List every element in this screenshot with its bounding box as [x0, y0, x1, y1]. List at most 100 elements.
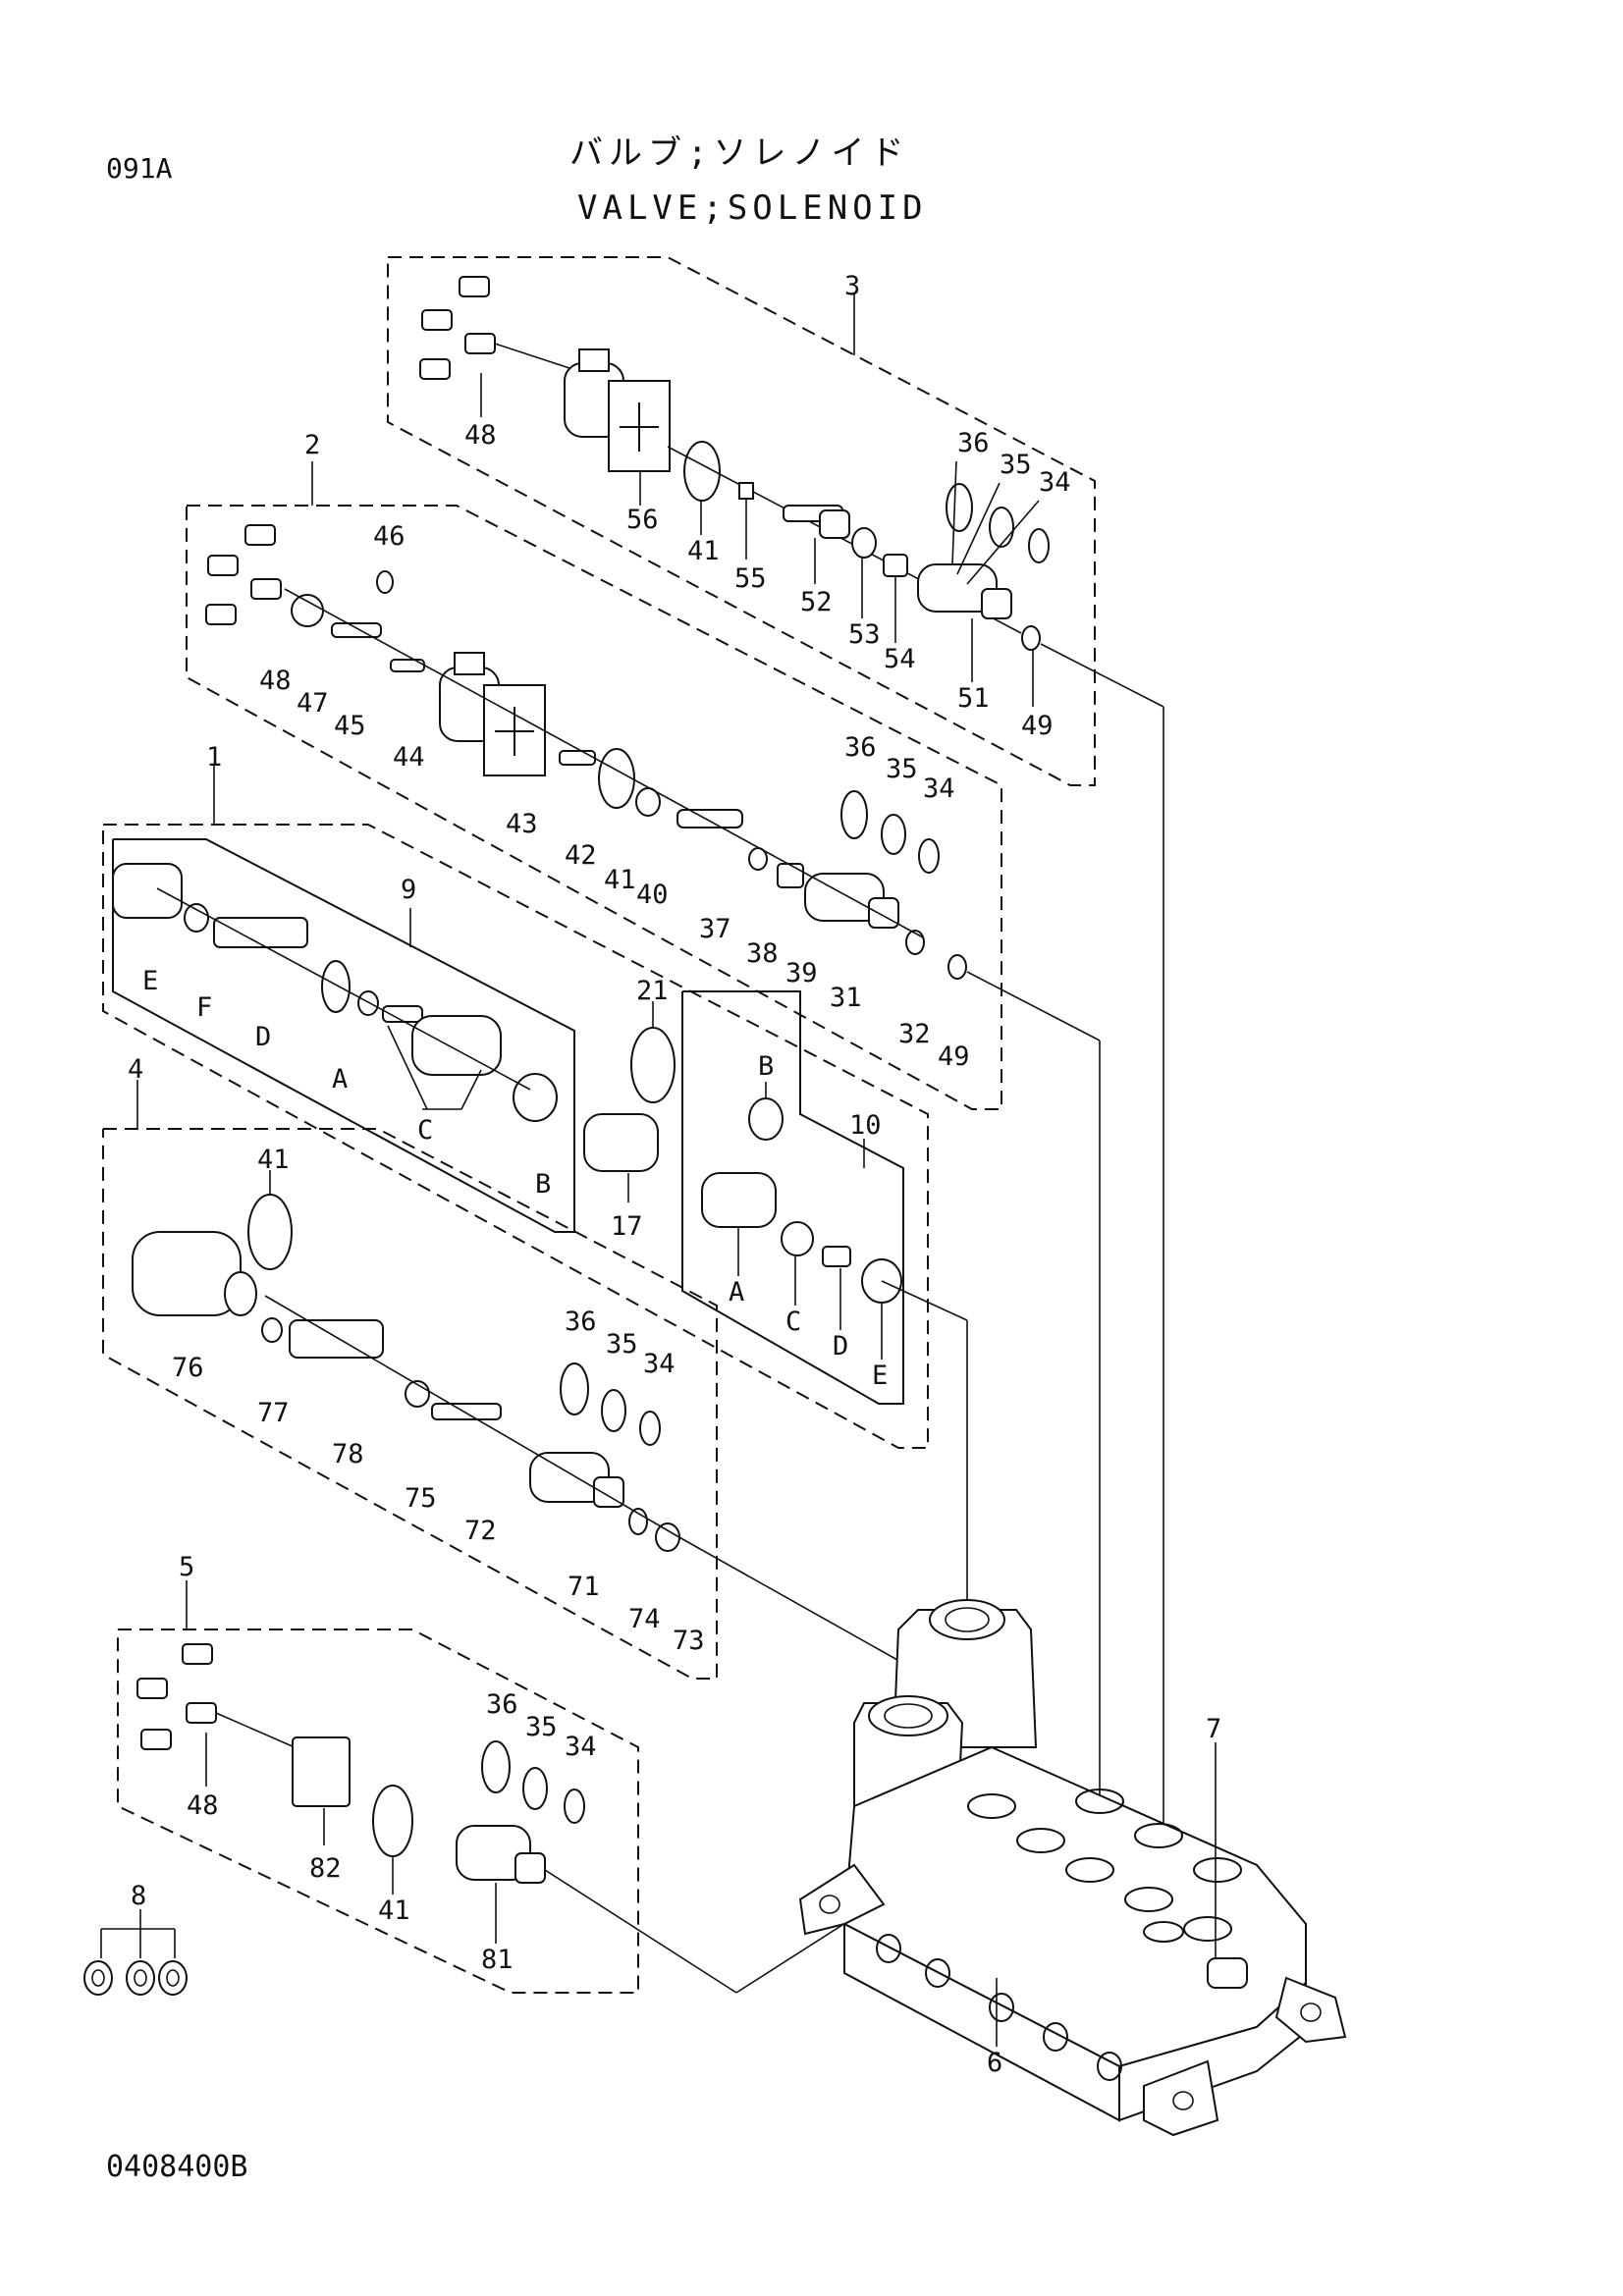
callout-41: 41 [257, 1145, 290, 1175]
valve-body-icon [917, 563, 1012, 619]
o-ring-icon [1021, 625, 1041, 651]
o-ring-icon [683, 441, 721, 502]
callout-10: 10 [849, 1110, 882, 1141]
callout-1: 1 [206, 742, 222, 773]
page-code: 091A [106, 152, 173, 185]
callout-34: 34 [923, 774, 955, 804]
callout-35: 35 [606, 1329, 638, 1360]
washer-icon [781, 1221, 814, 1256]
assembly-group-2: 2 46 48 47 45 44 43 42 41 40 37 38 39 31… [186, 430, 1101, 1845]
callout-B: B [758, 1051, 774, 1082]
plug-icon [112, 863, 183, 919]
valve-body-icon [804, 873, 899, 929]
callout-2: 2 [304, 430, 320, 460]
callout-21: 21 [636, 976, 669, 1006]
callout-42: 42 [565, 840, 597, 871]
callout-46: 46 [373, 521, 406, 552]
shaft-icon [331, 622, 382, 638]
assembly-group-4: 4 41 76 77 78 75 72 71 74 73 36 35 34 [102, 1054, 914, 1728]
o-ring-icon [905, 930, 925, 955]
o-ring-icon [946, 483, 973, 532]
callout-49: 49 [1021, 711, 1054, 741]
callout-54: 54 [884, 644, 916, 674]
washer-icon [357, 990, 379, 1016]
spring-icon [559, 750, 596, 766]
valve-housing-6: 7 6 [798, 1599, 1347, 2137]
spool-icon [676, 809, 743, 828]
callout-C: C [785, 1307, 801, 1337]
callout-48: 48 [464, 420, 497, 451]
callout-35: 35 [886, 754, 918, 784]
washer-icon [184, 903, 209, 933]
washer-set-8: 8 [83, 1881, 188, 1996]
callout-71: 71 [568, 1572, 600, 1602]
o-ring-icon [564, 1789, 585, 1824]
callout-36: 36 [957, 428, 990, 458]
group-10-boundary [681, 990, 904, 1405]
valve-body-icon [701, 1172, 777, 1228]
group-9-boundary [112, 838, 575, 1233]
spring-icon [777, 863, 804, 888]
callout-17: 17 [611, 1211, 643, 1242]
callout-34: 34 [1039, 467, 1071, 498]
callout-9: 9 [401, 875, 416, 905]
drawing-number: 0408400B [106, 2150, 248, 2184]
callout-36: 36 [565, 1307, 597, 1337]
callout-6: 6 [987, 2048, 1002, 2078]
o-ring-icon [601, 1389, 626, 1432]
callout-44: 44 [393, 742, 425, 773]
callout-8: 8 [131, 1881, 146, 1911]
shaft-icon [431, 1403, 502, 1420]
group-2-boundary [186, 505, 1002, 1110]
pin-icon [390, 659, 425, 672]
sleeve-icon [583, 1113, 659, 1172]
callout-32: 32 [898, 1019, 931, 1049]
group-5-boundary [117, 1629, 639, 1994]
callout-C: C [417, 1115, 433, 1146]
washer-icon [635, 787, 661, 817]
assembly-group-5: 5 48 82 41 81 36 35 34 [117, 1552, 914, 1994]
spring-icon [289, 1319, 384, 1359]
o-ring-icon [748, 1097, 784, 1141]
spring-icon [213, 917, 308, 948]
bolt-icon [205, 524, 282, 625]
callout-E: E [142, 966, 158, 996]
spring-icon [822, 1246, 851, 1267]
o-ring-icon [630, 1027, 676, 1103]
callout-52: 52 [800, 587, 833, 617]
o-ring-icon [247, 1194, 293, 1270]
pin-icon [738, 482, 754, 500]
o-ring-icon [947, 954, 967, 980]
o-ring-icon [840, 790, 868, 839]
callout-53: 53 [848, 619, 881, 650]
callout-75: 75 [405, 1483, 437, 1514]
callout-55: 55 [734, 563, 767, 594]
callout-47: 47 [297, 688, 329, 719]
o-ring-icon [628, 1508, 648, 1535]
callout-34: 34 [643, 1349, 676, 1379]
valve-body-icon [411, 1015, 502, 1076]
o-ring-icon [372, 1785, 413, 1857]
callout-4: 4 [128, 1054, 143, 1085]
callout-77: 77 [257, 1398, 290, 1428]
callout-D: D [255, 1022, 271, 1052]
callout-48: 48 [187, 1790, 219, 1821]
bolt-icon [136, 1643, 217, 1750]
valve-body-icon [529, 1452, 624, 1508]
solenoid-icon [132, 1231, 257, 1316]
solenoid-icon [564, 348, 671, 472]
callout-72: 72 [464, 1516, 497, 1546]
shaft-icon [382, 1005, 423, 1023]
callout-41: 41 [378, 1896, 410, 1926]
nut-icon [291, 594, 324, 627]
o-ring-icon [881, 814, 906, 855]
callout-D: D [833, 1331, 848, 1362]
o-ring-icon [989, 507, 1014, 548]
callout-35: 35 [1000, 450, 1032, 480]
cap-icon [655, 1522, 680, 1552]
fitting-icon [1207, 1957, 1248, 1989]
callout-74: 74 [628, 1604, 661, 1634]
cap-icon [513, 1073, 558, 1122]
washer-icon [158, 1960, 188, 1996]
